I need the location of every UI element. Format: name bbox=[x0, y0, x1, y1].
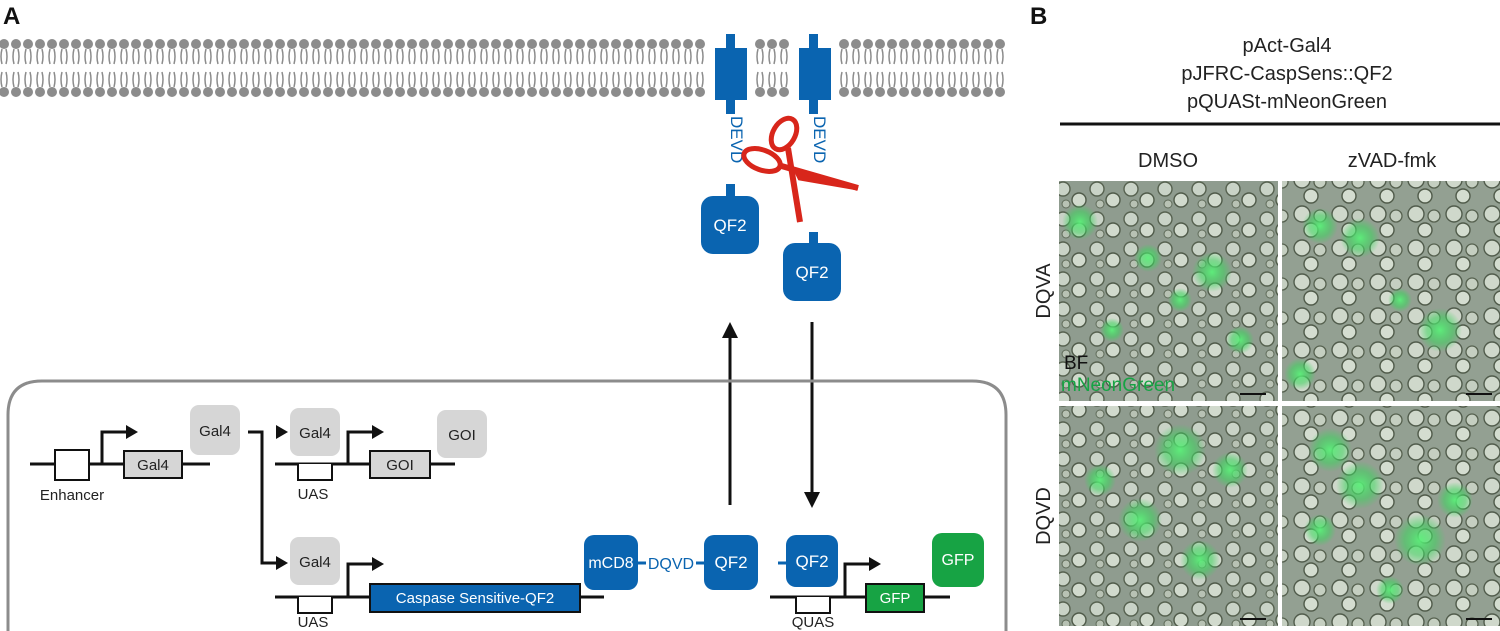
quas-label: QUAS bbox=[792, 614, 835, 631]
col-header-zvad: zVAD-fmk bbox=[1348, 150, 1438, 172]
lipid-bilayer bbox=[0, 39, 1005, 97]
genotype-line-3: pQUASt-mNeonGreen bbox=[1187, 91, 1387, 113]
genotype-line-2: pJFRC-CaspSens::QF2 bbox=[1181, 63, 1392, 85]
gfp-gene-label: GFP bbox=[880, 590, 911, 607]
legend-mneongreen: mNeonGreen bbox=[1061, 375, 1175, 396]
gal4-driver-construct: Gal4 Enhancer Gal4 bbox=[30, 405, 240, 504]
transmembrane-sensor-intact: DEVD QF2 bbox=[701, 34, 759, 254]
devd-label-intact: DEVD bbox=[727, 116, 746, 163]
arrow-up-icon bbox=[722, 322, 738, 338]
genotype-line-1: pAct-Gal4 bbox=[1243, 35, 1332, 57]
panel-b-label: B bbox=[1030, 3, 1047, 30]
micrograph-dqva-dmso: BF mNeonGreen bbox=[1059, 181, 1278, 401]
devd-label-cleaved: DEVD bbox=[810, 116, 829, 163]
micrograph-dqvd-dmso bbox=[1059, 406, 1278, 626]
qf2-fused-label: QF2 bbox=[714, 553, 747, 572]
qf2-tethered-label: QF2 bbox=[713, 216, 746, 235]
enhancer-label: Enhancer bbox=[40, 487, 104, 504]
row-header-dqvd: DQVD bbox=[1033, 487, 1055, 545]
qf2-tethered bbox=[701, 196, 759, 254]
gal4-bound-uas-label: Gal4 bbox=[299, 425, 331, 442]
transmembrane-sensor-cleaved: DEVD QF2 bbox=[783, 34, 841, 301]
uas-label-1: UAS bbox=[298, 486, 329, 503]
cell-outline bbox=[6, 379, 1008, 631]
uas-caspsens-construct: Gal4 UAS Caspase Sensitive-QF2 bbox=[275, 537, 604, 631]
goi-protein-label: GOI bbox=[448, 427, 476, 444]
gal4-protein bbox=[190, 405, 240, 455]
qf2-released bbox=[783, 243, 841, 301]
dqvd-label: DQVD bbox=[648, 556, 694, 573]
row-header-dqva: DQVA bbox=[1033, 263, 1055, 319]
caspase-construct-label: Caspase Sensitive-QF2 bbox=[396, 590, 554, 607]
gal4-bound-uas2-label: Gal4 bbox=[299, 554, 331, 571]
micrograph-dqva-zvad bbox=[1282, 181, 1500, 401]
micrograph-dqvd-zvad bbox=[1282, 406, 1500, 626]
gal4-protein-label: Gal4 bbox=[199, 423, 231, 440]
quas-gfp-construct: QF2 QUAS GFP GFP bbox=[770, 533, 984, 631]
gfp-protein-label: GFP bbox=[942, 552, 975, 569]
arrow-down-icon bbox=[804, 492, 820, 508]
mcd8-dqvd-qf2-protein: mCD8 DQVD QF2 bbox=[584, 535, 758, 590]
mcd8-label: mCD8 bbox=[588, 555, 633, 572]
gal4-gene-label: Gal4 bbox=[137, 457, 169, 474]
goi-gene-label: GOI bbox=[386, 457, 414, 474]
qf2-bound-label: QF2 bbox=[795, 552, 828, 571]
uas-label-2: UAS bbox=[298, 614, 329, 631]
qf2-released-label: QF2 bbox=[795, 263, 828, 282]
panel-a-label: A bbox=[3, 3, 20, 30]
legend-bf: BF bbox=[1064, 353, 1088, 374]
col-header-dmso: DMSO bbox=[1138, 150, 1198, 172]
scissors-icon bbox=[741, 115, 859, 223]
uas-goi-construct: Gal4 UAS GOI GOI bbox=[275, 408, 487, 503]
